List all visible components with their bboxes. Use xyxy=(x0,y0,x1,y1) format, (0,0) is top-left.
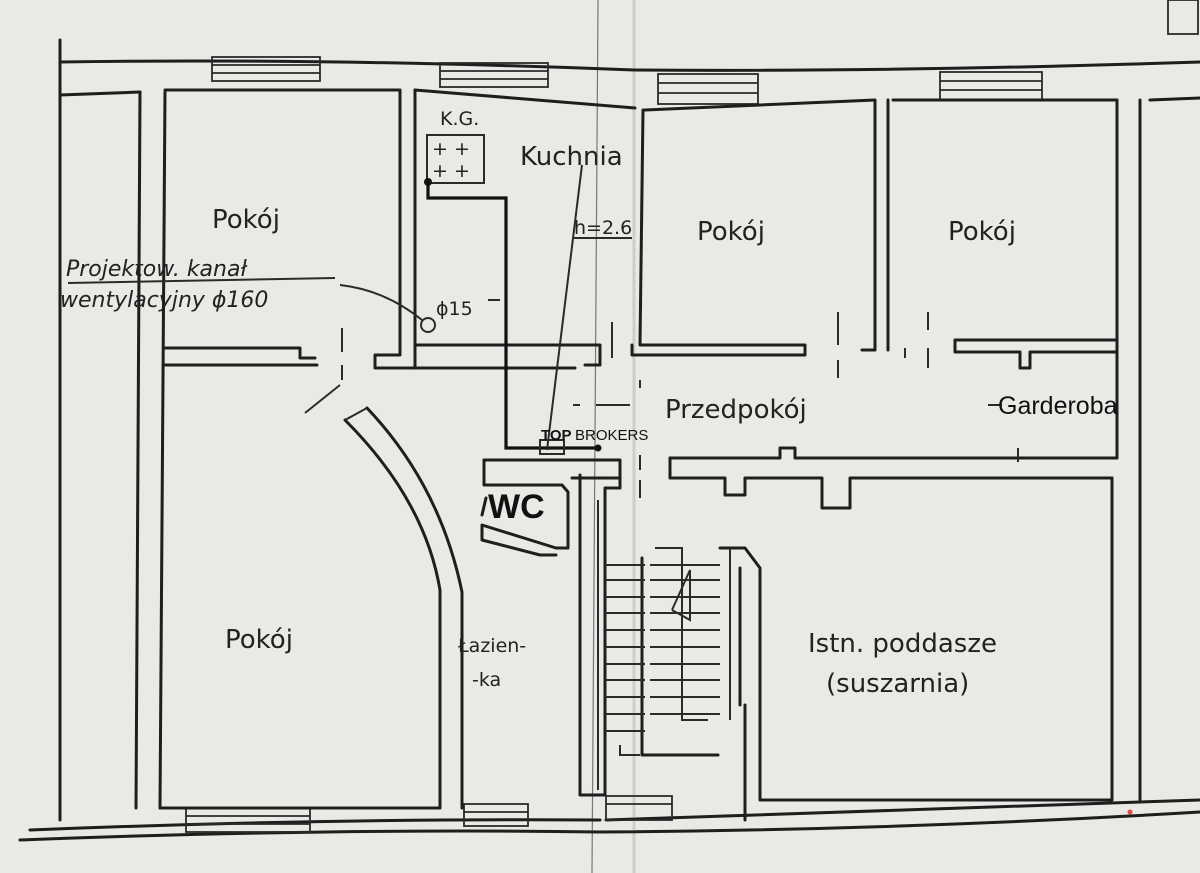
watermark-logo: TOP BROKERS xyxy=(541,427,648,444)
red-dot-mark xyxy=(1127,809,1133,815)
outer-walls xyxy=(18,38,1200,842)
paper-edge-line xyxy=(591,0,599,873)
window-top-kitchen xyxy=(439,62,549,88)
vent-label-underline xyxy=(67,277,336,284)
right-room-walls xyxy=(630,96,1200,802)
vent-leader-line xyxy=(339,284,423,321)
watermark-part2: BROKERS xyxy=(575,427,648,444)
gas-pipe-start-node xyxy=(424,178,432,186)
annotation-height: h=2.6 xyxy=(574,217,632,239)
window-bottom-bath xyxy=(463,803,529,827)
staircase xyxy=(578,473,731,797)
gas-meter-box xyxy=(539,439,565,455)
room-label-poddasze-line2: (suszarnia) xyxy=(826,669,969,699)
watermark-part1: TOP xyxy=(541,427,572,444)
corridor-walls xyxy=(639,404,1119,822)
room-label-przedpokoj: Przedpokój xyxy=(665,395,807,425)
room-label-poddasze-line1: Istn. poddasze xyxy=(808,629,997,659)
room-label-lazienka-line1: Łazien- xyxy=(457,635,526,657)
annotation-kg: K.G. xyxy=(440,108,479,130)
section-line xyxy=(546,164,583,451)
room-label-pokoj-right: Pokój xyxy=(948,217,1016,247)
room-label-pokoj-middle: Pokój xyxy=(697,217,765,247)
window-bottom-stairs xyxy=(605,795,673,821)
annotation-vent-line1: Projektow. kanał xyxy=(66,257,247,282)
annotation-vent-line2: wentylacyjny ϕ160 xyxy=(60,288,268,313)
gas-pipe-line xyxy=(426,180,598,450)
annotation-pipe-diameter: ϕ15 xyxy=(436,298,473,320)
room-label-wc: WC xyxy=(488,488,545,526)
room-label-garderoba: Garderoba xyxy=(998,392,1118,420)
window-corner xyxy=(1167,0,1199,35)
vent-channel-icon xyxy=(420,317,436,333)
window-top-middle xyxy=(657,73,759,105)
gas-pipe-end-node xyxy=(594,444,602,452)
room-label-kuchnia: Kuchnia xyxy=(520,142,623,172)
room-label-lazienka-line2: -ka xyxy=(472,669,501,691)
gas-cooker-icon: + + + + xyxy=(426,134,485,184)
svg-text:+ +: + + xyxy=(432,160,470,182)
svg-text:+ +: + + xyxy=(432,138,470,160)
room-label-pokoj-bottom-left: Pokój xyxy=(225,625,293,655)
wc-walls xyxy=(480,458,622,557)
window-top-left xyxy=(211,56,321,82)
room-label-pokoj-top-left: Pokój xyxy=(212,205,280,235)
